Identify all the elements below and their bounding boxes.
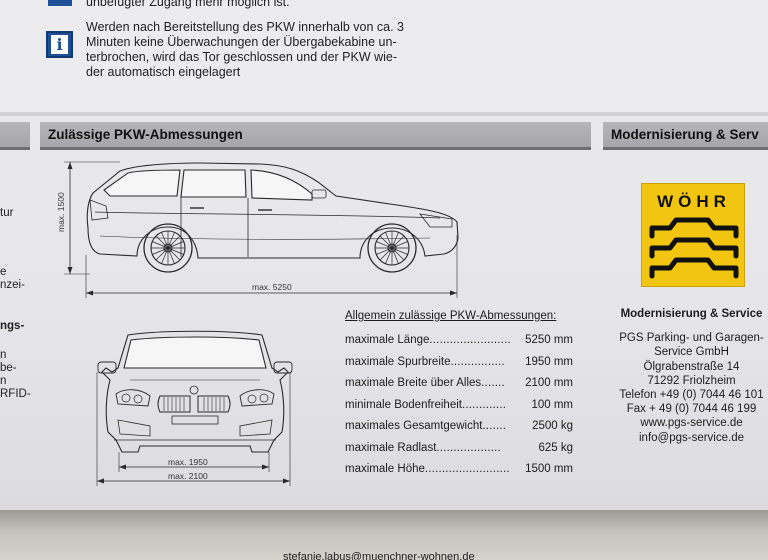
dimension-label: maximale Länge xyxy=(345,334,430,346)
top-info-panel: unbefugter Zugang mehr möglich ist. i We… xyxy=(0,0,768,112)
company-contact: Modernisierung & Service PGS Parking- un… xyxy=(604,307,768,445)
dimension-row: maximale Höhe......................... 1… xyxy=(345,459,573,481)
dimension-label: maximales Gesamtgewicht xyxy=(345,420,483,432)
right-section-title: Modernisierung & Serv xyxy=(611,127,759,142)
left-fragment: e xyxy=(0,266,7,278)
footer-email: stefanie.labus@muenchner-wohnen.de xyxy=(283,551,475,560)
left-fragment: RFID- xyxy=(0,388,31,400)
left-fragment: ngs- xyxy=(0,320,25,332)
left-fragment: nzei- xyxy=(0,279,25,291)
info-line: terbrochen, wird das Tor geschlossen und… xyxy=(86,50,398,64)
left-section-header xyxy=(0,122,30,150)
car-dimension-drawings: max. 1500 max. 5250 xyxy=(56,161,459,486)
car-side-view xyxy=(64,161,459,298)
company-phone: Telefon +49 (0) 7044 46 101 xyxy=(619,389,764,402)
info-icon: i xyxy=(46,31,73,58)
dimension-value: 1950 mm xyxy=(525,355,573,368)
company-line: PGS Parking- und Garagen- xyxy=(619,332,764,345)
logo-text: WÖHR xyxy=(657,192,731,211)
main-section-header: Zulässige PKW-Abmessungen xyxy=(40,122,591,150)
dimension-dots: ................... xyxy=(436,441,501,454)
divider xyxy=(0,112,768,116)
dimension-row: maximales Gesamtgewicht....... 2500 kg xyxy=(345,416,573,438)
dimension-dots: ............. xyxy=(461,398,507,411)
car-front-view xyxy=(96,330,293,486)
info-text: Werden nach Bereitstellung des PKW inner… xyxy=(86,20,426,80)
dimensions-table: Allgemein zulässige PKW-Abmessungen: max… xyxy=(345,310,573,481)
left-fragment: n xyxy=(0,375,7,387)
left-fragment: tur xyxy=(0,207,14,219)
left-fragment: be- xyxy=(0,362,17,374)
company-line: Ölgrabenstraße 14 xyxy=(643,360,740,373)
info-line: der automatisch eingelagert xyxy=(86,65,241,79)
dimension-dots: ................ xyxy=(450,355,505,368)
info-line: Minuten keine Überwachungen der Übergabe… xyxy=(86,35,397,49)
top-fragment-text: unbefugter Zugang mehr möglich ist. xyxy=(86,0,290,9)
side-length-label: max. 5250 xyxy=(252,282,292,292)
dimension-dots: ........................ xyxy=(429,334,511,346)
dimension-dots: ....... xyxy=(482,420,507,432)
company-email: info@pgs-service.de xyxy=(639,431,744,444)
dimension-dots: ....... xyxy=(481,377,505,389)
dimension-value: 2500 kg xyxy=(532,420,573,432)
dimension-value: 5250 mm xyxy=(525,334,573,346)
warning-icon-edge xyxy=(48,0,72,6)
dimension-row: maximale Radlast................... 625 … xyxy=(345,438,573,460)
company-fax: Fax + 49 (0) 7044 46 199 xyxy=(626,403,757,416)
front-track-label: max. 1950 xyxy=(168,457,208,467)
dimension-label: maximale Radlast xyxy=(345,441,437,454)
woehr-logo: WÖHR xyxy=(641,183,745,287)
front-width-label: max. 2100 xyxy=(168,471,208,481)
company-title: Modernisierung & Service xyxy=(620,308,763,320)
company-website: www.pgs-service.de xyxy=(640,417,743,430)
dimension-label: maximale Spurbreite xyxy=(345,355,451,368)
dimension-row: maximale Breite über Alles....... 2100 m… xyxy=(345,373,573,395)
dimension-value: 625 kg xyxy=(538,441,573,454)
info-line: Werden nach Bereitstellung des PKW inner… xyxy=(86,20,405,34)
main-section-title: Zulässige PKW-Abmessungen xyxy=(48,127,243,142)
dimension-value: 100 mm xyxy=(531,398,573,411)
parking-levels-icon xyxy=(649,217,739,279)
dimension-value: 1500 mm xyxy=(525,463,573,475)
wall-strip xyxy=(0,510,768,560)
dimension-row: maximale Spurbreite................ 1950… xyxy=(345,352,573,374)
left-fragment: n xyxy=(0,349,7,361)
dimension-row: minimale Bodenfreiheit............. 100 … xyxy=(345,395,573,417)
dimension-row: maximale Länge........................ 5… xyxy=(345,330,573,352)
dimensions-title: Allgemein zulässige PKW-Abmessungen: xyxy=(345,310,557,322)
side-height-label: max. 1500 xyxy=(56,192,66,232)
dimension-label: maximale Breite über Alles xyxy=(345,377,482,389)
dimension-label: minimale Bodenfreiheit xyxy=(345,398,462,411)
dimension-dots: ......................... xyxy=(424,463,510,475)
dimension-label: maximale Höhe xyxy=(345,463,425,475)
right-section-header: Modernisierung & Serv xyxy=(603,122,768,150)
company-line: Service GmbH xyxy=(654,346,729,359)
company-line: 71292 Friolzheim xyxy=(647,374,736,387)
dimension-value: 2100 mm xyxy=(525,377,573,389)
parking-info-board: unbefugter Zugang mehr möglich ist. i We… xyxy=(0,0,768,510)
